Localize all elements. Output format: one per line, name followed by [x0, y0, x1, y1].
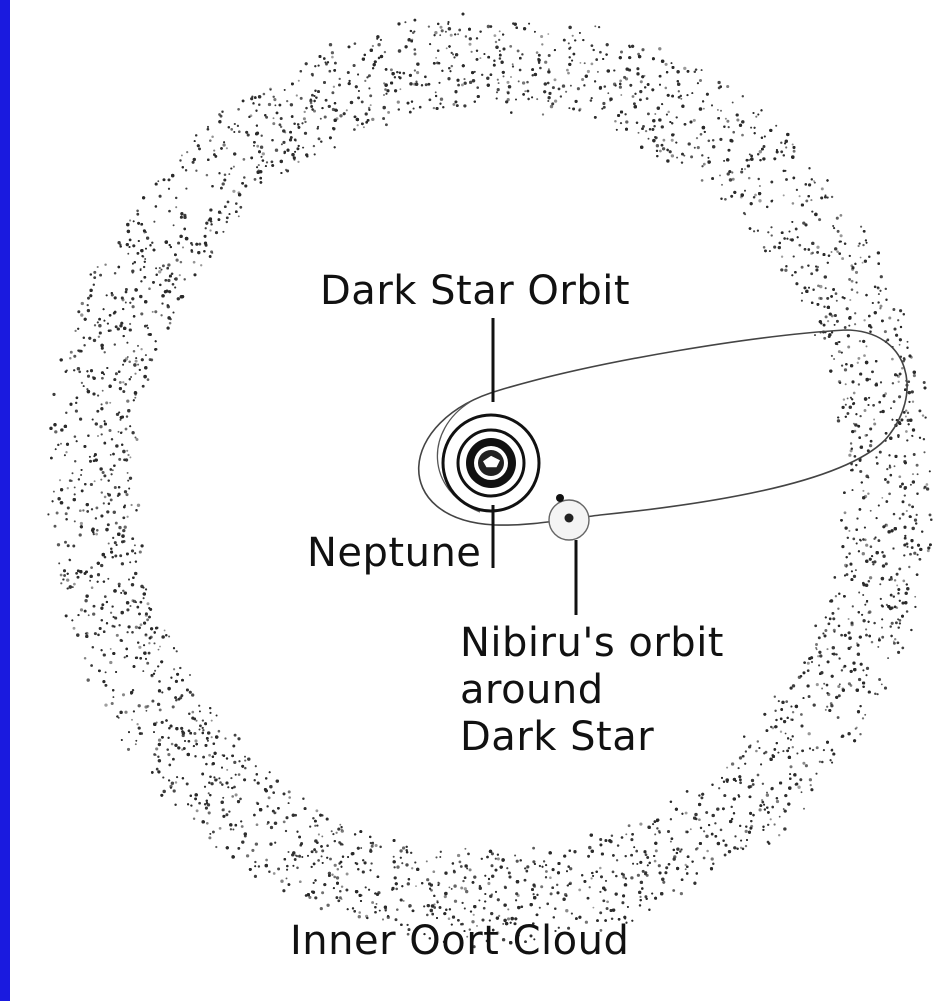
inner-oort-cloud-label: Inner Oort Cloud	[290, 918, 630, 964]
nibiru-orbit-label: Nibiru's orbit around Dark Star	[460, 620, 724, 762]
dark-star-system	[548, 494, 590, 541]
neptune-label: Neptune	[307, 530, 482, 576]
dark-star-orbit-ellipse	[417, 329, 908, 526]
nibiru-dot	[556, 494, 564, 502]
dark-star-orbit-label: Dark Star Orbit	[320, 268, 630, 314]
nibiru-label-line-2: around	[460, 667, 604, 714]
dark-star-dot	[564, 513, 574, 523]
neptune-system	[441, 413, 541, 513]
nibiru-label-line-1: Nibiru's orbit	[460, 620, 724, 666]
inner-oort-cloud-ring	[47, 12, 933, 949]
nibiru-label-line-3: Dark Star	[460, 714, 655, 761]
